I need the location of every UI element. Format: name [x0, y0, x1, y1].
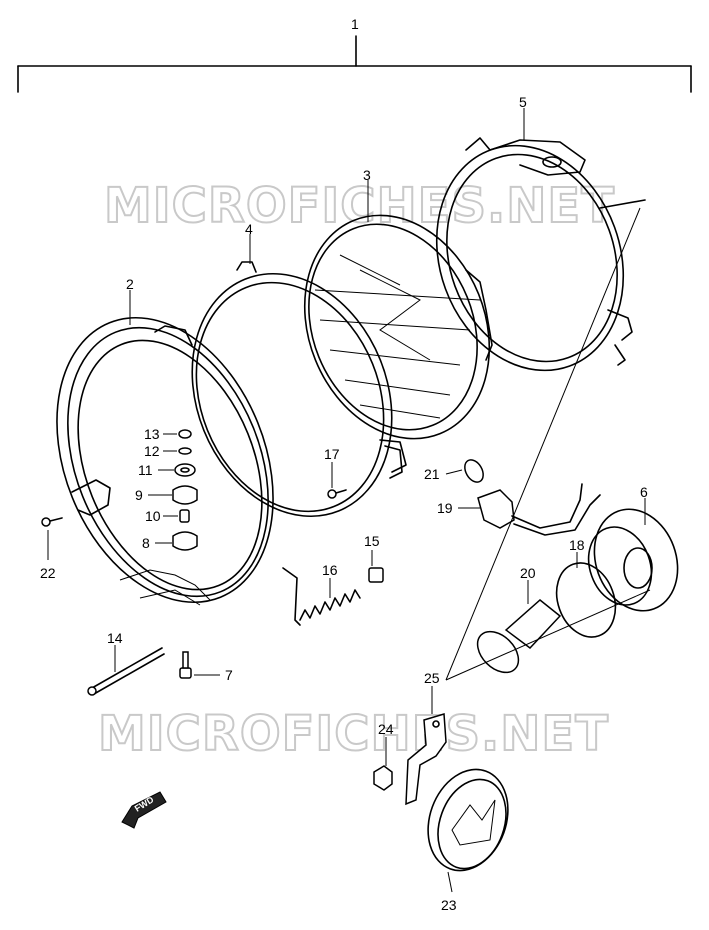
rim-shape	[56, 316, 274, 606]
housing-shape	[435, 137, 646, 372]
label-25: 25	[424, 670, 440, 686]
label-2: 2	[126, 276, 134, 292]
label-13: 13	[144, 426, 160, 442]
adjusting-screw-shape	[87, 647, 165, 696]
reflector-shape	[427, 768, 509, 872]
inner-ring-shape	[191, 261, 403, 518]
label-19: 19	[437, 500, 453, 516]
bulb-holder-shape	[555, 562, 617, 638]
fwd-arrow: FWD	[121, 791, 167, 829]
watermark-top: MICROFICHES.NET	[104, 178, 615, 234]
label-9: 9	[135, 487, 143, 503]
bracket-shape	[405, 713, 447, 806]
label-18: 18	[569, 537, 585, 553]
assembly-bracket	[17, 35, 692, 93]
label-20: 20	[520, 565, 536, 581]
screw-22-shape	[41, 517, 63, 527]
socket-cover-shape	[587, 508, 679, 612]
label-4: 4	[245, 221, 253, 237]
connector-lines	[445, 207, 651, 681]
label-16: 16	[322, 562, 338, 578]
label-8: 8	[142, 535, 150, 551]
label-7: 7	[225, 667, 233, 683]
watermark-bottom: MICROFICHES.NET	[98, 706, 609, 762]
nut-15-shape	[368, 567, 384, 583]
label-15: 15	[364, 533, 380, 549]
bulb-shape	[476, 599, 562, 674]
leader-lines	[47, 108, 646, 893]
spring-shape	[282, 567, 361, 626]
label-21: 21	[424, 466, 440, 482]
label-1: 1	[351, 16, 359, 32]
bolt-shape	[179, 651, 192, 679]
label-23: 23	[441, 897, 457, 913]
hardware-stack	[172, 429, 198, 551]
label-11: 11	[138, 462, 153, 478]
screw-17-shape	[327, 489, 347, 499]
label-24: 24	[378, 721, 394, 737]
headlight-unit-shape	[303, 214, 493, 473]
label-17: 17	[324, 446, 340, 462]
label-10: 10	[145, 508, 161, 524]
label-3: 3	[363, 167, 371, 183]
part-labels: 1 2 3 4 5 6 7 8 9 10 11 12 13 14 15 16 1…	[40, 16, 648, 913]
nut-24-shape	[373, 765, 393, 791]
label-14: 14	[107, 630, 123, 646]
label-22: 22	[40, 565, 56, 581]
label-6: 6	[640, 484, 648, 500]
socket-shape	[464, 459, 601, 536]
label-12: 12	[144, 443, 160, 459]
label-5: 5	[519, 94, 527, 110]
